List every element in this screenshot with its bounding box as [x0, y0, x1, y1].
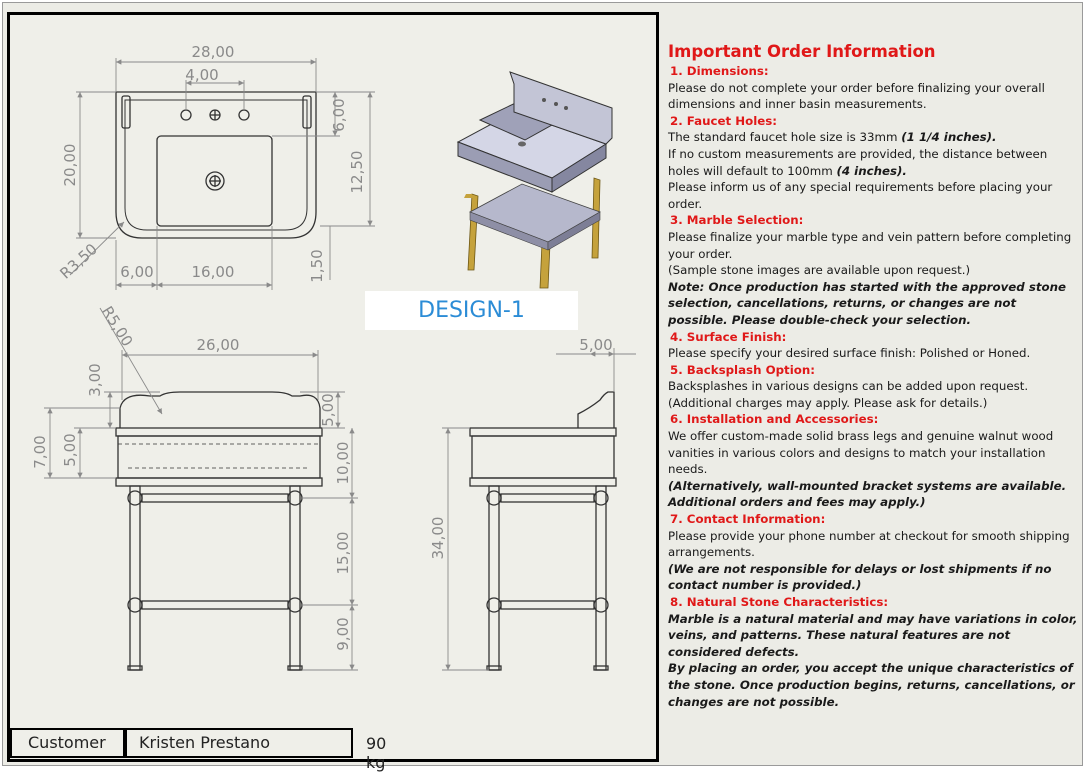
section-text: Please specify your desired surface fini… — [668, 346, 1031, 361]
section-text: Please inform us of any special requirem… — [668, 180, 1053, 211]
dim-front-lip: 1,50 — [308, 249, 326, 282]
section-heading: 4. Surface Finish: — [670, 329, 787, 344]
customer-label: Customer — [10, 728, 125, 758]
dim-skirt: 10,00 — [334, 442, 352, 485]
section-heading: 8. Natural Stone Characteristics: — [670, 595, 889, 609]
text-run: If no custom measurements are provided, … — [668, 146, 1048, 178]
dim-left-offset: 6,00 — [120, 263, 153, 281]
front-view — [115, 391, 323, 671]
order-info-panel: Important Order Information 1. Dimension… — [668, 42, 1078, 710]
section-text: If no custom measurements are provided, … — [668, 146, 1078, 179]
dim-radius-front: R5,00 — [98, 303, 136, 350]
section-heading: 6. Installation and Accessories: — [670, 412, 879, 427]
dim-depth: 20,00 — [61, 144, 79, 187]
section-text: Please finalize your marble type and vei… — [668, 229, 1072, 261]
dim-apron: 5,00 — [61, 433, 79, 466]
section-note: (Alternatively, wall-mounted bracket sys… — [668, 478, 1067, 510]
design-label: DESIGN-1 — [365, 291, 578, 330]
section-note: Marble is a natural material and may hav… — [668, 611, 1078, 659]
side-view-dimensions — [442, 348, 636, 671]
dim-right-top: 5,00 — [319, 393, 337, 426]
dim-hole-spacing: 4,00 — [185, 66, 218, 84]
section-heading: 2. Faucet Holes: — [670, 113, 778, 128]
top-view — [115, 91, 317, 239]
dim-lower-legs: 9,00 — [334, 617, 352, 650]
isometric-view — [456, 71, 613, 289]
section-heading: 3. Marble Selection: — [670, 213, 804, 228]
section-text: Backsplashes in various designs can be a… — [668, 379, 1029, 394]
dim-apron-width: 26,00 — [197, 336, 240, 354]
section-text: Please do not complete your order before… — [668, 80, 1045, 112]
text-run: The standard faucet hole size is 33mm — [668, 130, 902, 145]
section-heading: 7. Contact Information: — [670, 512, 826, 527]
text-emphasis: (4 inches). — [836, 163, 907, 178]
customer-name: Kristen Prestano — [125, 728, 353, 758]
section-text: We offer custom-made solid brass legs an… — [668, 429, 1054, 477]
dim-backsplash-depth: 5,00 — [579, 336, 612, 354]
side-view — [469, 391, 617, 671]
dim-basin-width: 16,00 — [192, 263, 235, 281]
section-text: The standard faucet hole size is 33mm (1… — [668, 129, 1078, 146]
top-view-dimensions — [69, 58, 375, 290]
section-heading: 1. Dimensions: — [670, 64, 769, 78]
dim-height: 34,00 — [429, 517, 447, 560]
section-text: (Additional charges may apply. Please as… — [668, 395, 988, 410]
dim-total-top: 7,00 — [31, 435, 49, 468]
section-heading: 5. Backsplash Option: — [670, 362, 815, 377]
section-note: Note: Once production has started with t… — [668, 279, 1066, 327]
dim-radius-top: R3,50 — [56, 240, 101, 283]
dim-rear-offset: 6,00 — [330, 98, 348, 131]
dim-mid-legs: 15,00 — [334, 532, 352, 575]
text-emphasis: (1 1/4 inches). — [901, 130, 997, 145]
section-text: Please provide your phone number at chec… — [668, 528, 1070, 560]
dim-backsplash-height: 3,00 — [86, 363, 104, 396]
dim-width: 28,00 — [192, 43, 235, 61]
section-note: By placing an order, you accept the uniq… — [668, 661, 1075, 709]
technical-drawing: 28,00 4,00 20,00 6,00 12,50 R3,50 6,00 1… — [31, 43, 636, 671]
weight: 90 kg — [366, 734, 387, 772]
front-view-dimensions — [44, 307, 358, 671]
section-note: (We are not responsible for delays or lo… — [668, 561, 1052, 593]
info-title: Important Order Information — [668, 42, 936, 61]
section-text: (Sample stone images are available upon … — [668, 263, 971, 278]
dim-front-depth: 12,50 — [348, 151, 366, 194]
side-view-labels: 5,00 34,00 — [429, 336, 613, 559]
top-view-labels: 28,00 4,00 20,00 6,00 12,50 R3,50 6,00 1… — [56, 43, 366, 283]
